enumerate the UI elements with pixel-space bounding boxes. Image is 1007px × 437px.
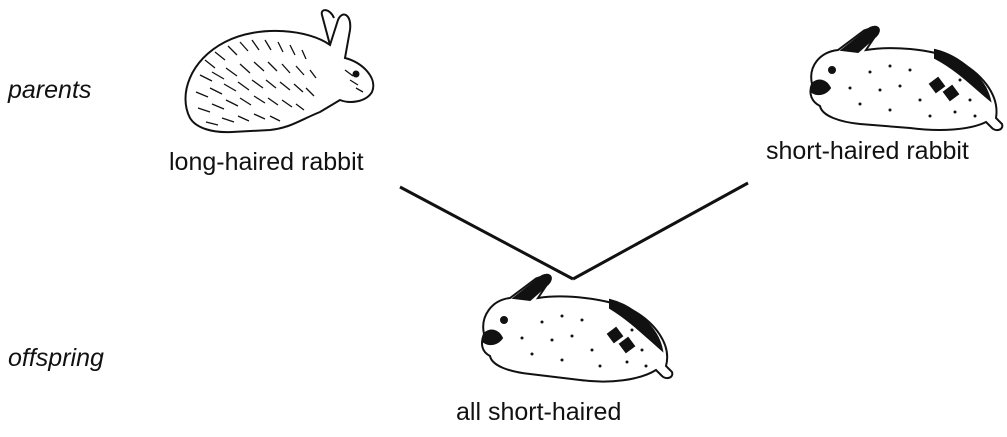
short-haired-rabbit-image xyxy=(810,27,1002,130)
cross-line-right xyxy=(573,183,748,279)
offspring-rabbit-image xyxy=(482,275,672,382)
cross-line-left xyxy=(400,187,573,279)
long-haired-rabbit-image xyxy=(185,10,373,132)
cross-lines xyxy=(400,183,748,279)
